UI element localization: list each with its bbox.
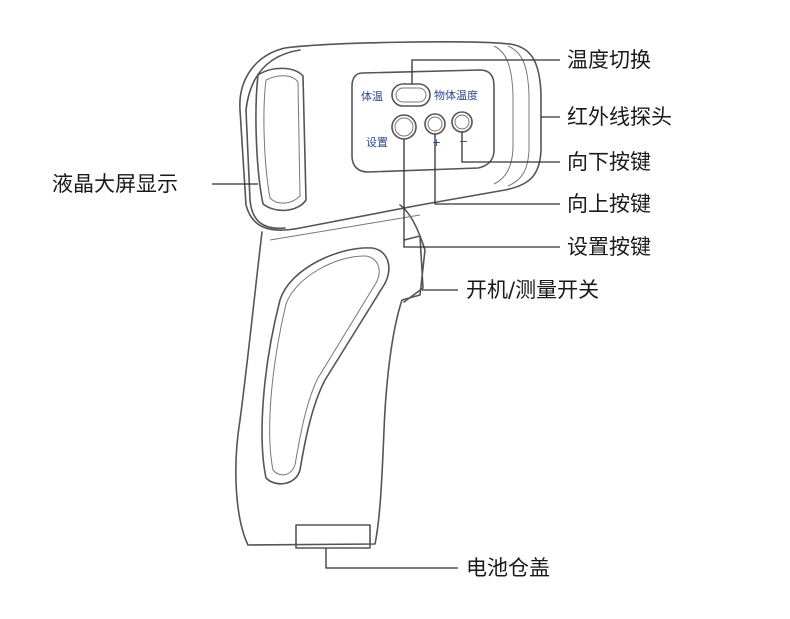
trigger[interactable] — [403, 235, 424, 303]
up-button-inner — [427, 116, 443, 132]
control-panel — [351, 69, 495, 173]
leader-down-key — [461, 132, 560, 163]
callout-up-key: 向上按键 — [567, 192, 651, 216]
set-button[interactable] — [391, 114, 417, 140]
callout-set-key: 设置按键 — [567, 235, 651, 259]
grip-inset — [261, 247, 390, 485]
leader-temp-switch — [411, 59, 560, 84]
lcd-bezel — [263, 75, 301, 204]
down-button-inner — [454, 114, 470, 130]
callout-ir-probe: 红外线探头 — [567, 105, 672, 129]
callout-down-key: 向下按键 — [567, 150, 651, 174]
probe-edge — [507, 45, 530, 187]
callout-battery: 电池仓盖 — [466, 556, 550, 580]
callout-lcd: 液晶大屏显示 — [52, 172, 178, 196]
callout-power-switch: 开机/测量开关 — [466, 278, 600, 302]
temp-switch-slot[interactable] — [391, 83, 431, 107]
head-outline — [239, 41, 542, 231]
panel-label-up: + — [432, 136, 441, 149]
temp-switch-knob[interactable] — [395, 87, 427, 103]
callout-temp-switch: 温度切换 — [567, 48, 651, 72]
leader-up-key — [434, 134, 560, 205]
panel-label-object-temp: 物体温度 — [434, 88, 478, 102]
grip-inset-inner — [269, 255, 380, 476]
battery-cover[interactable] — [295, 524, 371, 549]
set-button-inner — [394, 117, 414, 137]
panel-label-setting: 设置 — [366, 136, 388, 149]
probe-edge-2 — [493, 45, 514, 185]
panel-label-down: − — [459, 135, 468, 148]
leader-set-key — [403, 139, 560, 248]
leader-battery — [325, 548, 458, 569]
lcd-shell — [245, 49, 301, 230]
lcd-screen — [255, 67, 307, 212]
panel-label-body-temp: 体温 — [361, 89, 383, 103]
side-seam — [269, 214, 421, 241]
